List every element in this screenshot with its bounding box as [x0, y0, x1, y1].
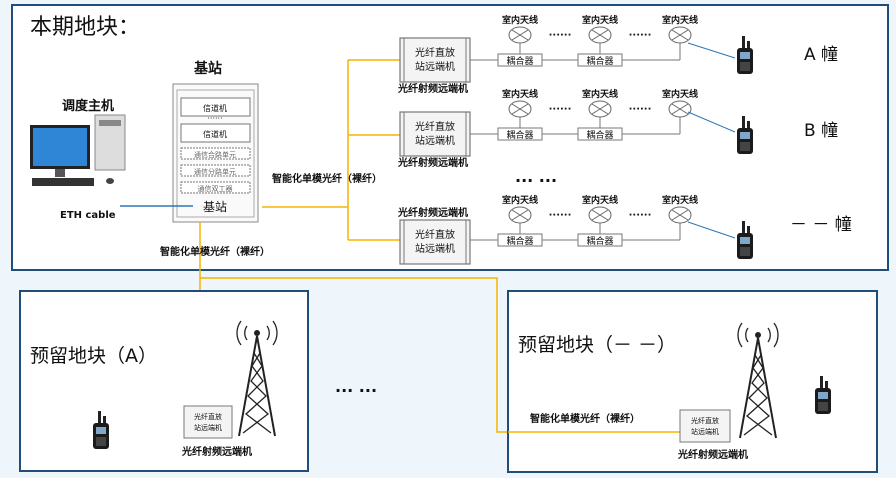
rru-box-text: 光纤直放 [415, 228, 455, 241]
dispatch-host-computer-icon [30, 114, 126, 186]
indoor-antenna-icon [668, 26, 692, 44]
antenna-label: 室内天线 [502, 14, 538, 26]
reserved-block-a-frame [19, 290, 309, 472]
building-a-label: A 幢 [804, 45, 838, 65]
module-splitter: 通信分路单元 [194, 167, 236, 176]
indoor-antenna-icon [668, 206, 692, 224]
rru-label-b: 光纤射频远端机 [397, 156, 468, 169]
rru-box-text: 站远端机 [194, 423, 222, 432]
coupler-label: 耦合器 [586, 129, 613, 141]
coupler-box [497, 127, 543, 141]
indoor-antenna-icon [508, 206, 532, 224]
antenna-label: 室内天线 [582, 88, 618, 100]
rru-box-a: 光纤直放 站远端机 [183, 405, 233, 439]
rru-box-text: 站远端机 [415, 134, 455, 147]
rru-box-n: 光纤直放 站远端机 [679, 409, 731, 443]
building-n-label: － － 幢 [790, 215, 852, 235]
coupler-label: 耦合器 [506, 55, 533, 67]
indoor-antenna-icon [508, 100, 532, 118]
indoor-antenna-icon [668, 100, 692, 118]
coupler-box [497, 53, 543, 67]
module-combiner: 通信合路单元 [194, 150, 236, 159]
coupler-box [577, 233, 623, 247]
coupler-label: 耦合器 [506, 235, 533, 247]
module-duplexer: 通信双工器 [198, 184, 233, 193]
antenna-label: 室内天线 [502, 194, 538, 206]
building-b-label: B 幢 [804, 121, 838, 141]
fiber-label-right: 智能化单模光纤（裸纤） [272, 172, 382, 185]
antenna-label: 室内天线 [662, 88, 698, 100]
rru-row-a: 光纤直放 站远端机 [399, 37, 471, 83]
indoor-antenna-icon [588, 206, 612, 224]
rru-label-a: 光纤射频远端机 [397, 82, 468, 95]
rru-row-n: 光纤直放 站远端机 [399, 219, 471, 265]
chain-dots: ······ [629, 104, 652, 115]
rru-box-text: 站远端机 [691, 427, 719, 436]
rru-box-text: 光纤直放 [194, 412, 222, 421]
coupler-label: 耦合器 [586, 235, 613, 247]
base-station-rack [172, 83, 259, 223]
antenna-label: 室内天线 [662, 194, 698, 206]
antenna-label: 室内天线 [662, 14, 698, 26]
coupler-box [577, 53, 623, 67]
wireless-links [687, 42, 736, 239]
reserved-a-rru-label: 光纤射频远端机 [181, 445, 252, 458]
antenna-label: 室内天线 [502, 88, 538, 100]
base-station-footer: 基站 [203, 200, 227, 214]
rru-box-text: 站远端机 [415, 242, 455, 255]
module-channel-2: 信道机 [203, 129, 227, 139]
indoor-antenna-icon [588, 100, 612, 118]
rru-box-text: 光纤直放 [691, 416, 719, 425]
chain-dots: ······ [549, 210, 572, 221]
fiber-label-down: 智能化单模光纤（裸纤） [160, 245, 270, 258]
indoor-antenna-icon [508, 26, 532, 44]
reserved-block-n-title: 预留地块（－ －） [518, 334, 676, 356]
rows-ellipsis: ··· ··· [515, 171, 557, 190]
base-station-title: 基站 [194, 60, 222, 77]
eth-cable-label: ETH cable [60, 210, 116, 221]
antenna-label: 室内天线 [582, 194, 618, 206]
indoor-antenna-icon [588, 26, 612, 44]
chain-dots: ······ [549, 30, 572, 41]
rru-label-n: 光纤射频远端机 [397, 206, 468, 219]
module-dots: ······ [207, 114, 222, 123]
coupler-label: 耦合器 [506, 129, 533, 141]
rru-box-text: 光纤直放 [415, 120, 455, 133]
current-block-title: 本期地块： [30, 15, 140, 40]
rru-box-text: 光纤直放 [415, 46, 455, 59]
coupler-box [577, 127, 623, 141]
chain-dots: ······ [629, 210, 652, 221]
reserved-block-a-title: 预留地块（A） [30, 345, 157, 367]
rru-row-b: 光纤直放 站远端机 [399, 111, 471, 157]
reserved-n-rru-label: 光纤射频远端机 [677, 448, 748, 461]
coupler-label: 耦合器 [586, 55, 613, 67]
coupler-box [497, 233, 543, 247]
dispatch-host-label: 调度主机 [62, 98, 114, 114]
module-channel-1: 信道机 [203, 103, 227, 113]
chain-dots: ······ [629, 30, 652, 41]
rru-box-text: 站远端机 [415, 60, 455, 73]
chain-dots: ······ [549, 104, 572, 115]
between-blocks-ellipsis: ··· ··· [335, 381, 377, 400]
antenna-label: 室内天线 [582, 14, 618, 26]
reserved-n-fiber-label: 智能化单模光纤（裸纤） [530, 412, 640, 425]
